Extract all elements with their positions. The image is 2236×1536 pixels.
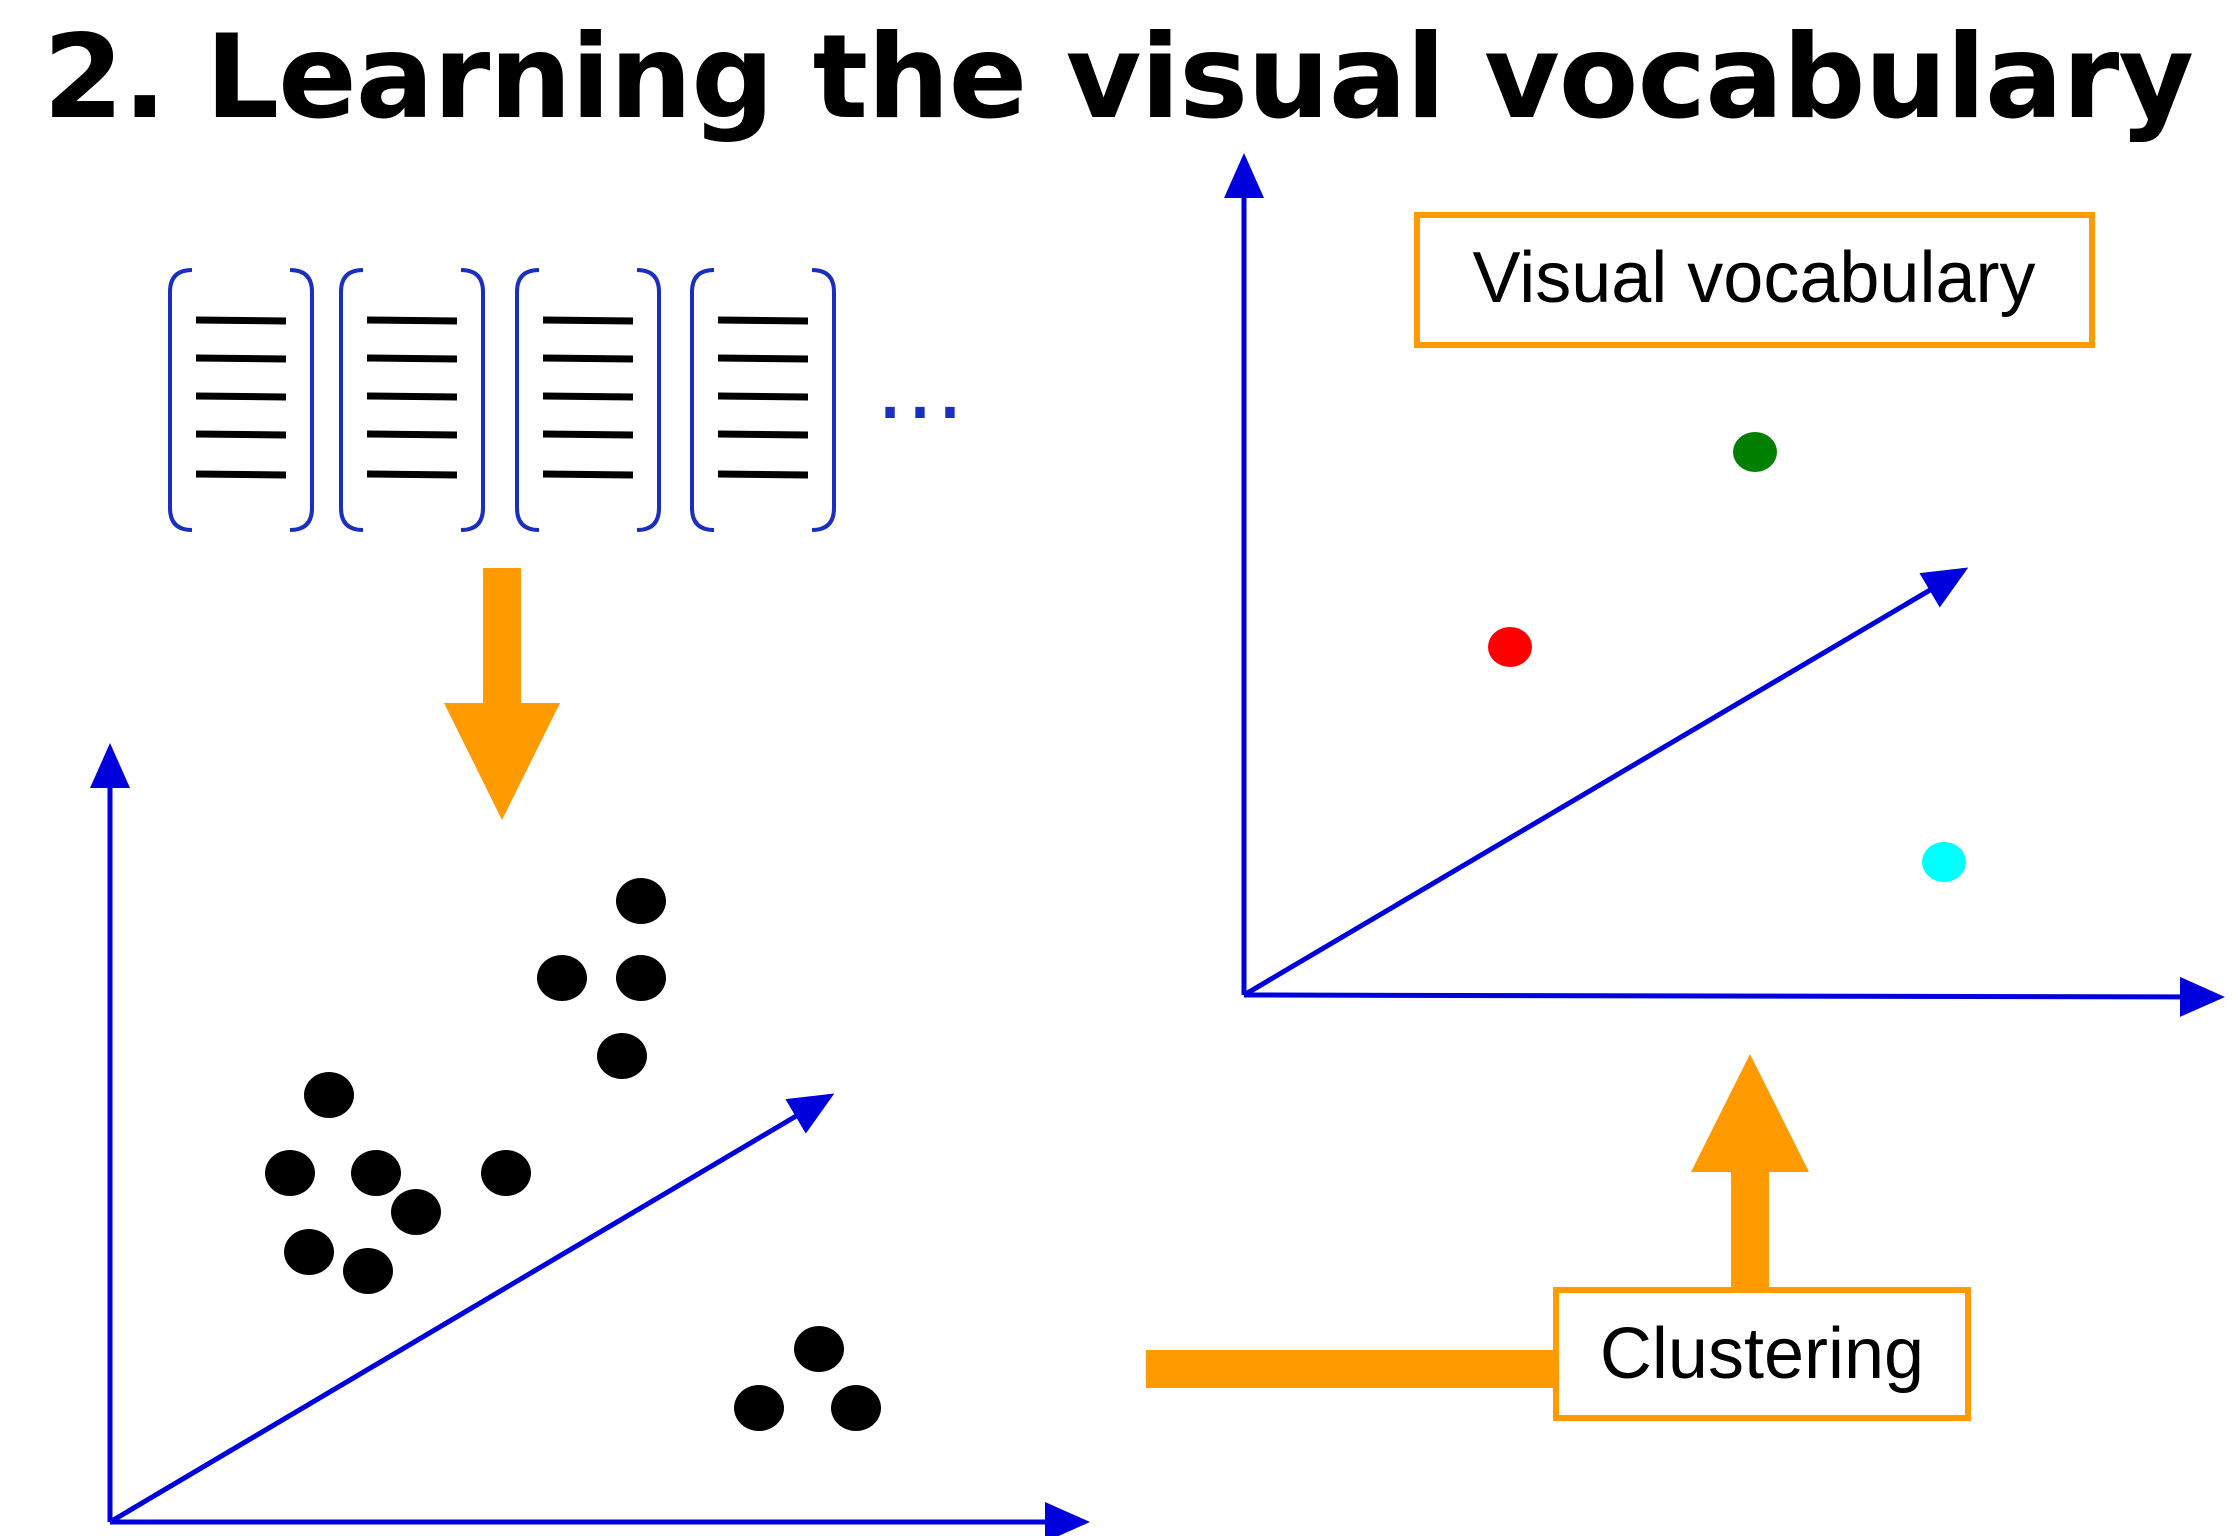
vector-entry	[366, 470, 458, 479]
visual-vocabulary-label: Visual vocabulary	[1473, 238, 2036, 318]
feature-point	[351, 1150, 401, 1196]
vector-entry	[717, 316, 809, 325]
z-axis	[108, 1093, 835, 1525]
descriptor-vector	[515, 268, 661, 532]
vector-entry	[195, 430, 287, 439]
vector-entry	[542, 392, 634, 401]
vector-entry	[542, 430, 634, 439]
feature-point	[304, 1072, 354, 1118]
clustering-arrow-head	[1691, 1054, 1809, 1172]
cluster-space-axes	[1224, 153, 2225, 1017]
vector-entry	[366, 430, 458, 439]
feature-point	[284, 1229, 334, 1275]
feature-point	[481, 1150, 531, 1196]
clustering-arrow	[1146, 1054, 1809, 1388]
left-bracket	[690, 268, 715, 532]
clustering-box: Clustering	[1553, 1287, 1971, 1421]
vector-entry	[717, 354, 809, 363]
feature-point	[616, 878, 666, 924]
vector-entry	[195, 354, 287, 363]
vector-entry	[542, 316, 634, 325]
descriptor-vector	[168, 268, 314, 532]
vector-entry	[195, 392, 287, 401]
vector-entry	[717, 430, 809, 439]
visual-vocabulary-box: Visual vocabulary	[1414, 212, 2095, 348]
cluster-center-red	[1488, 627, 1532, 667]
feature-point	[537, 955, 587, 1001]
slide-title: 2. Learning the visual vocabulary	[43, 10, 2194, 145]
right-bracket	[636, 268, 661, 532]
clustering-arrow-shaft	[1731, 1170, 1769, 1290]
right-bracket	[460, 268, 485, 532]
feature-points	[265, 878, 881, 1431]
descriptor-vector	[339, 268, 485, 532]
vector-entry	[366, 316, 458, 325]
feature-point	[734, 1385, 784, 1431]
z-axis-right	[1242, 567, 1969, 998]
cluster-center-green	[1733, 432, 1777, 472]
feature-space-axes	[90, 743, 1090, 1536]
vector-entry	[717, 470, 809, 479]
clustering-arrow-horizontal	[1146, 1350, 1556, 1388]
left-bracket	[515, 268, 540, 532]
left-bracket	[339, 268, 364, 532]
left-bracket	[168, 268, 193, 532]
vector-entry	[366, 354, 458, 363]
feature-point	[391, 1189, 441, 1235]
feature-point	[616, 955, 666, 1001]
vector-entry	[366, 392, 458, 401]
vector-entry	[717, 392, 809, 401]
vector-entry	[542, 354, 634, 363]
feature-point	[831, 1385, 881, 1431]
cluster-center-cyan	[1922, 842, 1966, 882]
right-bracket	[811, 268, 836, 532]
feature-point	[794, 1326, 844, 1372]
feature-point	[597, 1033, 647, 1079]
vector-entry	[542, 470, 634, 479]
vector-entry	[195, 470, 287, 479]
feature-point	[265, 1150, 315, 1196]
vector-entry	[195, 316, 287, 325]
down-arrow	[444, 568, 560, 820]
descriptor-vector	[690, 268, 836, 532]
x-axis-right	[1243, 976, 2225, 1017]
right-bracket	[289, 268, 314, 532]
ellipsis-indicator: …	[875, 335, 965, 440]
feature-point	[343, 1248, 393, 1294]
clustering-label: Clustering	[1600, 1314, 1924, 1394]
descriptor-vectors	[168, 268, 836, 532]
